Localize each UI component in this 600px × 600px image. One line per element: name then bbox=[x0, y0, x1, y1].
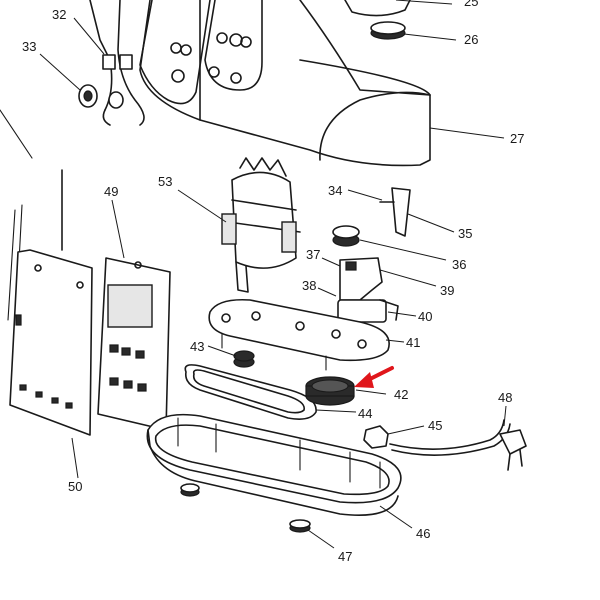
part-33-connector bbox=[78, 84, 124, 109]
label-45: 45 bbox=[428, 418, 442, 433]
part-48-power-cord bbox=[389, 405, 527, 471]
label-53: 53 bbox=[158, 174, 172, 189]
label-41: 41 bbox=[406, 335, 420, 350]
label-42: 42 bbox=[394, 387, 408, 402]
upper-housing bbox=[139, 0, 431, 167]
top-leaders bbox=[39, 0, 505, 139]
part-26-knob bbox=[370, 21, 406, 40]
control-arm-right bbox=[204, 0, 263, 91]
part-34-35-latch bbox=[347, 187, 455, 237]
part-43-small-gear bbox=[207, 345, 255, 368]
label-35: 35 bbox=[458, 226, 472, 241]
label-25: 25 bbox=[464, 0, 478, 9]
label-47: 47 bbox=[338, 549, 352, 564]
label-43: 43 bbox=[190, 339, 204, 354]
label-32: 32 bbox=[52, 7, 66, 22]
label-40: 40 bbox=[418, 309, 432, 324]
part-46-base bbox=[146, 413, 413, 529]
label-33: 33 bbox=[22, 39, 36, 54]
label-34: 34 bbox=[328, 183, 342, 198]
part-labels: 25 26 27 32 33 34 35 36 37 38 39 40 41 4… bbox=[22, 0, 524, 564]
part-32-wire-harness bbox=[89, 0, 145, 126]
part-44-drive-belt bbox=[184, 364, 357, 420]
part-53-motor bbox=[177, 157, 301, 293]
part-36-bushing bbox=[332, 225, 447, 261]
control-arm-left bbox=[139, 0, 211, 105]
part-47-feet bbox=[180, 483, 335, 549]
label-38: 38 bbox=[302, 278, 316, 293]
label-39: 39 bbox=[440, 283, 454, 298]
label-27: 27 bbox=[510, 131, 524, 146]
label-26: 26 bbox=[464, 32, 478, 47]
part-37-40-gear-bracket bbox=[317, 257, 437, 323]
label-50: 50 bbox=[68, 479, 82, 494]
part-45-cord-clip bbox=[363, 425, 425, 449]
label-49: 49 bbox=[104, 184, 118, 199]
part-42-pulley bbox=[305, 376, 387, 406]
highlight-arrow-icon bbox=[354, 366, 394, 388]
part-41-mounting-plate bbox=[208, 298, 405, 371]
label-36: 36 bbox=[452, 257, 466, 272]
label-48: 48 bbox=[498, 390, 512, 405]
part-49-display-board bbox=[97, 199, 171, 431]
label-44: 44 bbox=[358, 406, 372, 421]
label-46: 46 bbox=[416, 526, 430, 541]
label-37: 37 bbox=[306, 247, 320, 262]
part-50-control-board bbox=[9, 169, 93, 479]
